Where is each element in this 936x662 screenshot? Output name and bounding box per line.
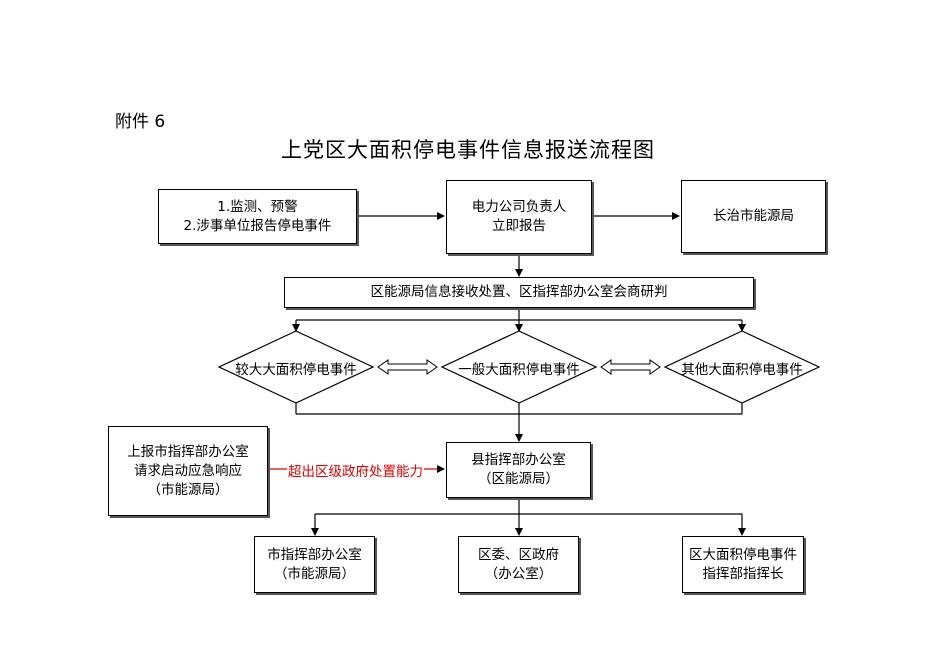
decision-other-label: 其他大面积停电事件 (681, 362, 803, 378)
monitor-box: 1.监测、预警 2.涉事单位报告停电事件 (158, 189, 357, 244)
research-box: 区能源局信息接收处置、区指挥部办公室会商研判 (284, 277, 754, 308)
power-company-box: 电力公司负责人 立即报告 (446, 180, 592, 254)
exceed-capacity-label: 超出区级政府处置能力 (287, 460, 424, 480)
monitor-line-1: 1.监测、预警 (217, 198, 298, 215)
double-arrow-right (600, 359, 661, 375)
city-command-line-1: 市指挥部办公室 (267, 546, 362, 563)
double-arrow-left (377, 359, 438, 375)
decision-general-label: 一般大面积停电事件 (458, 362, 580, 378)
power-company-line-2: 立即报告 (492, 218, 546, 234)
page-title: 上党区大面积停电事件信息报送流程图 (281, 138, 655, 162)
city-command-box: 市指挥部办公室 （市能源局） (254, 536, 375, 593)
report-city-box: 上报市指挥部办公室 请求启动应急响应 （市能源局） (108, 426, 268, 516)
district-gov-box: 区委、区政府 （办公室） (458, 536, 579, 593)
district-gov-line-1: 区委、区政府 (478, 546, 559, 563)
monitor-line-2: 2.涉事单位报告停电事件 (183, 217, 332, 234)
report-city-line-1: 上报市指挥部办公室 (127, 443, 249, 460)
report-city-line-3: （市能源局） (147, 481, 229, 498)
county-office-box: 县指挥部办公室 （区能源局） (446, 442, 591, 498)
county-office-line-1: 县指挥部办公室 (471, 452, 566, 468)
city-command-line-2: （市能源局） (274, 565, 355, 582)
city-energy-bureau-label: 长治市能源局 (713, 208, 794, 224)
district-commander-box: 区大面积停电事件 指挥部指挥长 (682, 536, 804, 593)
attachment-label: 附件 6 (115, 112, 166, 132)
district-commander-line-1: 区大面积停电事件 (689, 546, 797, 563)
report-city-line-2: 请求启动应急响应 (134, 462, 242, 479)
county-office-line-2: （区能源局） (478, 471, 559, 487)
research-label: 区能源局信息接收处置、区指挥部办公室会商研判 (370, 284, 668, 300)
decision-larger-label: 较大大面积停电事件 (235, 362, 357, 378)
city-energy-bureau-box: 长治市能源局 (681, 180, 826, 253)
district-commander-line-2: 指挥部指挥长 (702, 565, 784, 582)
power-company-line-1: 电力公司负责人 (471, 199, 567, 215)
district-gov-line-2: （办公室） (484, 565, 553, 582)
